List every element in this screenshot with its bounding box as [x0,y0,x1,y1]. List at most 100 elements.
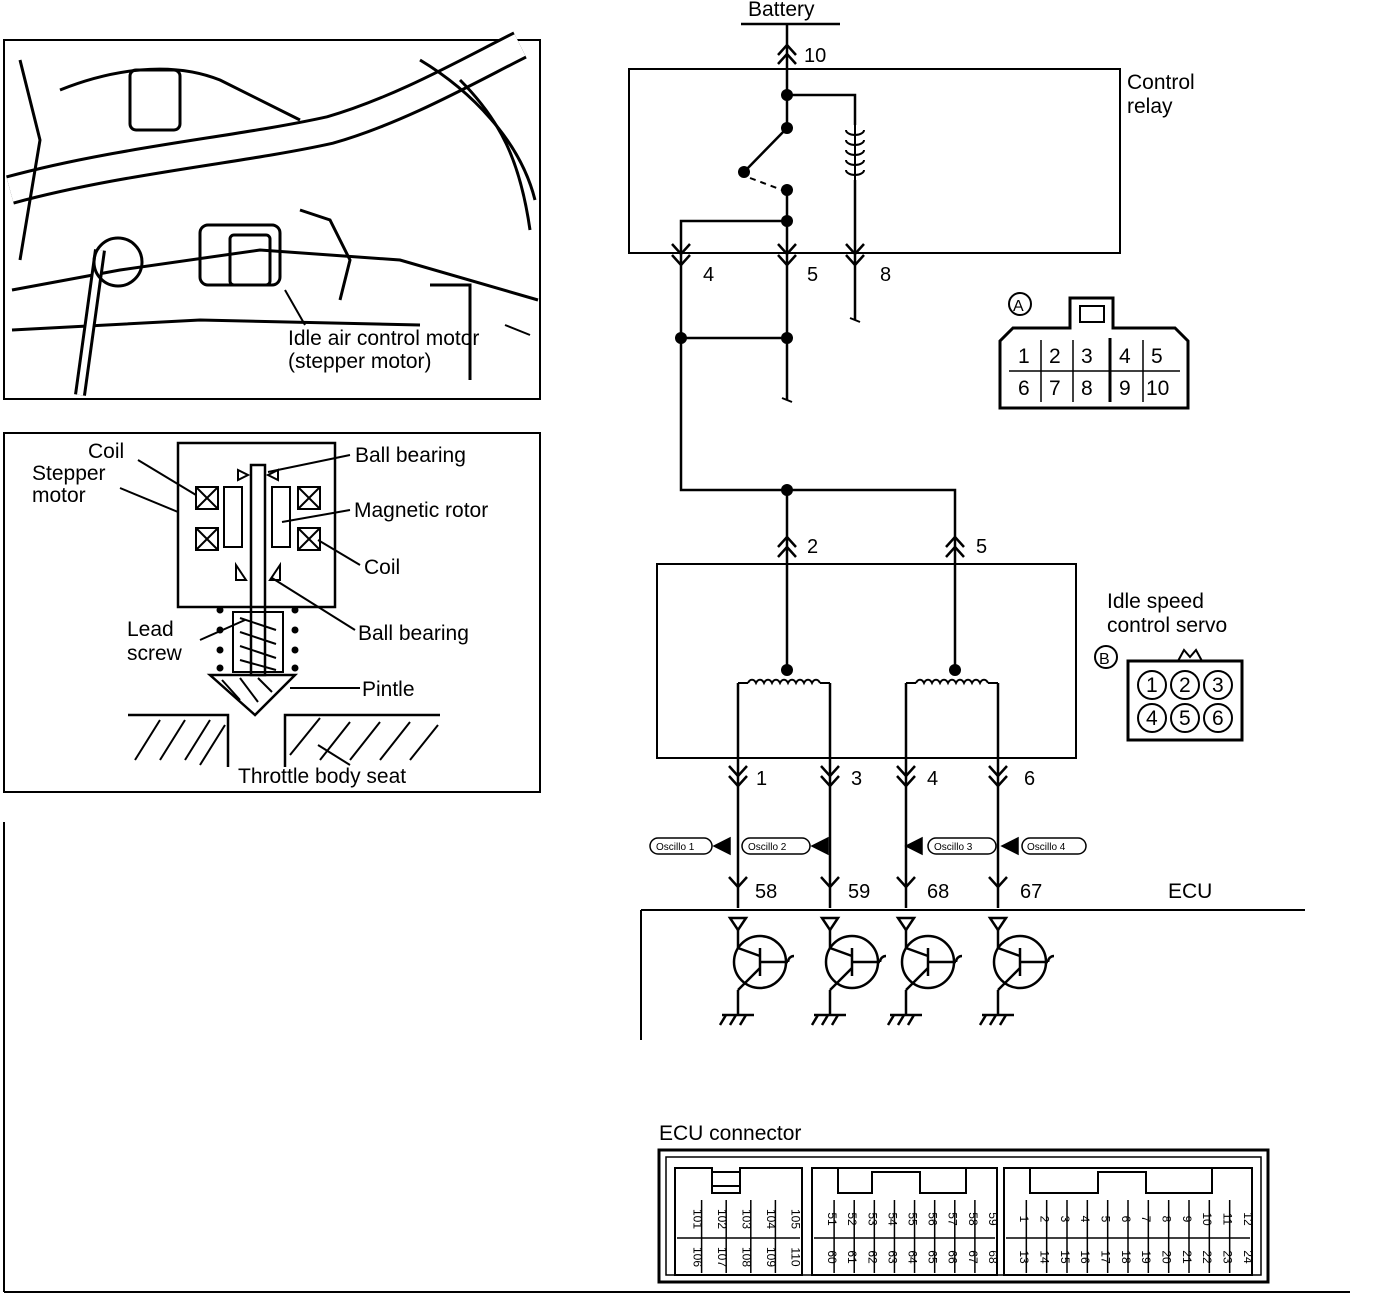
ecu-connector-pin: 68 [986,1250,1000,1264]
servo-pin-4: 4 [927,768,938,790]
servo-pin-3: 3 [851,768,862,790]
oscillo-tag-3: Oscillo 3 [904,836,997,856]
ecu-connector-pin: 17 [1099,1250,1113,1264]
ecu-connector-pin: 4 [1078,1216,1092,1223]
ecu-connector-pin: 59 [986,1212,1000,1226]
ecu-terminal-58: 58 [755,881,777,903]
connector-a-badge: A [1013,298,1024,315]
circuit-schematic [628,22,1305,1040]
ecu-connector-pin: 3 [1058,1216,1072,1223]
connector-b-pin: 4 [1146,707,1158,730]
oscillo-tag-1: Oscillo 1 [649,836,731,856]
relay-pin-10: 10 [804,45,826,67]
relay-pin-8: 8 [880,264,891,286]
connector-a: A 1 2 3 4 5 6 7 8 9 10 [998,292,1190,410]
connector-a-pin: 8 [1081,377,1093,400]
ecu-connector-pin: 101 [690,1209,704,1229]
ecu-connector-pin: 104 [764,1209,778,1229]
ecu-connector-pin: 55 [906,1212,920,1226]
stepper-cutaway-panel: Coil Stepper motor Ball bearing Magnetic… [3,432,541,793]
connector-a-pin: 4 [1119,345,1131,368]
ecu-connector-pin: 10 [1200,1212,1214,1226]
transistor-58 [718,916,795,1026]
photo-label-line1: Idle air control motor [288,327,479,350]
connector-a-pin: 5 [1151,345,1163,368]
ecu-connector-pin: 67 [966,1250,980,1264]
ecu-connector-pin: 21 [1180,1250,1194,1264]
connector-b-pin: 3 [1212,674,1224,697]
ecu-connector-pin: 19 [1139,1250,1153,1264]
engine-photo-illustration [6,31,539,396]
ecu-connector-pin: 105 [789,1209,803,1229]
ecu-connector-pin: 61 [845,1250,859,1264]
ecu-connector-pin: 1 [1017,1216,1031,1223]
ecu-connector-pin: 64 [906,1250,920,1264]
ecu-connector-pin: 108 [740,1247,754,1267]
ecu-connector-pin: 11 [1221,1213,1235,1226]
servo-pin-1: 1 [756,768,767,790]
ecu-connector-pin: 6 [1119,1216,1133,1223]
connector-a-pin: 10 [1146,377,1169,400]
engine-photo-panel: Idle air control motor (stepper motor) [3,31,541,400]
connector-b-pin: 5 [1179,707,1191,730]
ecu-connector-pins: 1011061021071031081041091051105160526153… [690,1200,1255,1273]
cutaway-label-coil-right: Coil [364,556,400,579]
ecu-connector-pin: 12 [1241,1212,1255,1226]
photo-label-line2: (stepper motor) [288,350,432,373]
cutaway-label-ball-bearing-top: Ball bearing [355,444,466,467]
ecu-connector-pin: 15 [1058,1250,1072,1264]
connector-a-pin: 7 [1049,377,1061,400]
ecu-connector-pin: 14 [1038,1250,1052,1264]
ecu-terminal-59: 59 [848,881,870,903]
ecu-connector-pin: 52 [845,1212,859,1226]
ecu-connector: ECU connector 10110610210710310810410910… [657,1122,1270,1284]
ecu-connector-pin: 63 [885,1250,899,1264]
cutaway-label-stepper-1: Stepper [32,462,106,485]
ecu-connector-pin: 20 [1160,1250,1174,1264]
servo-label-line1: Idle speed [1107,590,1204,613]
ecu-connector-pin: 5 [1099,1216,1113,1223]
cutaway-label-magnetic-rotor: Magnetic rotor [354,499,488,522]
connector-b-pin: 1 [1146,674,1158,697]
connector-a-pin: 6 [1018,377,1030,400]
oscillo-tag-4: Oscillo 4 [1000,836,1087,856]
connector-b-pin: 6 [1212,707,1224,730]
ecu-connector-pin: 8 [1160,1216,1174,1223]
ecu-connector-pin: 53 [865,1212,879,1226]
connector-b-badge: B [1099,651,1110,668]
transistor-59 [810,916,887,1026]
ecu-connector-pin: 58 [966,1212,980,1226]
cutaway-label-screw: screw [127,642,183,665]
cutaway-label-lead: Lead [127,618,174,641]
ecu-terminal-68: 68 [927,881,949,903]
oscillo-2-label: Oscillo 2 [748,842,787,853]
cutaway-label-throttle-seat: Throttle body seat [238,765,406,788]
ecu-connector-pin: 16 [1078,1250,1092,1264]
ecu-connector-pin: 22 [1200,1250,1214,1264]
transistor-67 [978,916,1055,1026]
ecu-connector-title: ECU connector [659,1122,801,1145]
ecu-connector-pin: 24 [1241,1250,1255,1264]
ecu-driver-transistors [718,916,1055,1026]
servo-pin-6: 6 [1024,768,1035,790]
connector-a-pin: 2 [1049,345,1061,368]
ecu-connector-pin: 7 [1139,1216,1153,1223]
ecu-terminal-67: 67 [1020,881,1042,903]
relay-label-line2: relay [1127,95,1173,118]
junction-dots [675,89,961,676]
connector-a-pin: 3 [1081,345,1093,368]
cutaway-label-pintle: Pintle [362,678,415,701]
ecu-connector-pin: 23 [1221,1250,1235,1264]
ecu-connector-pin: 2 [1038,1216,1052,1223]
servo-pin-5: 5 [976,536,987,558]
ecu-connector-pin: 62 [865,1250,879,1264]
ecu-label: ECU [1168,880,1212,903]
stepper-cutaway-drawing [119,441,440,767]
oscillo-4-label: Oscillo 4 [1027,842,1066,853]
connector-b-pin: 2 [1179,674,1191,697]
ecu-connector-pin: 51 [825,1212,839,1226]
ecu-connector-pin: 66 [946,1250,960,1264]
ecu-connector-pin: 54 [885,1212,899,1226]
ecu-connector-pin: 13 [1017,1250,1031,1264]
connector-a-pin: 9 [1119,377,1131,400]
